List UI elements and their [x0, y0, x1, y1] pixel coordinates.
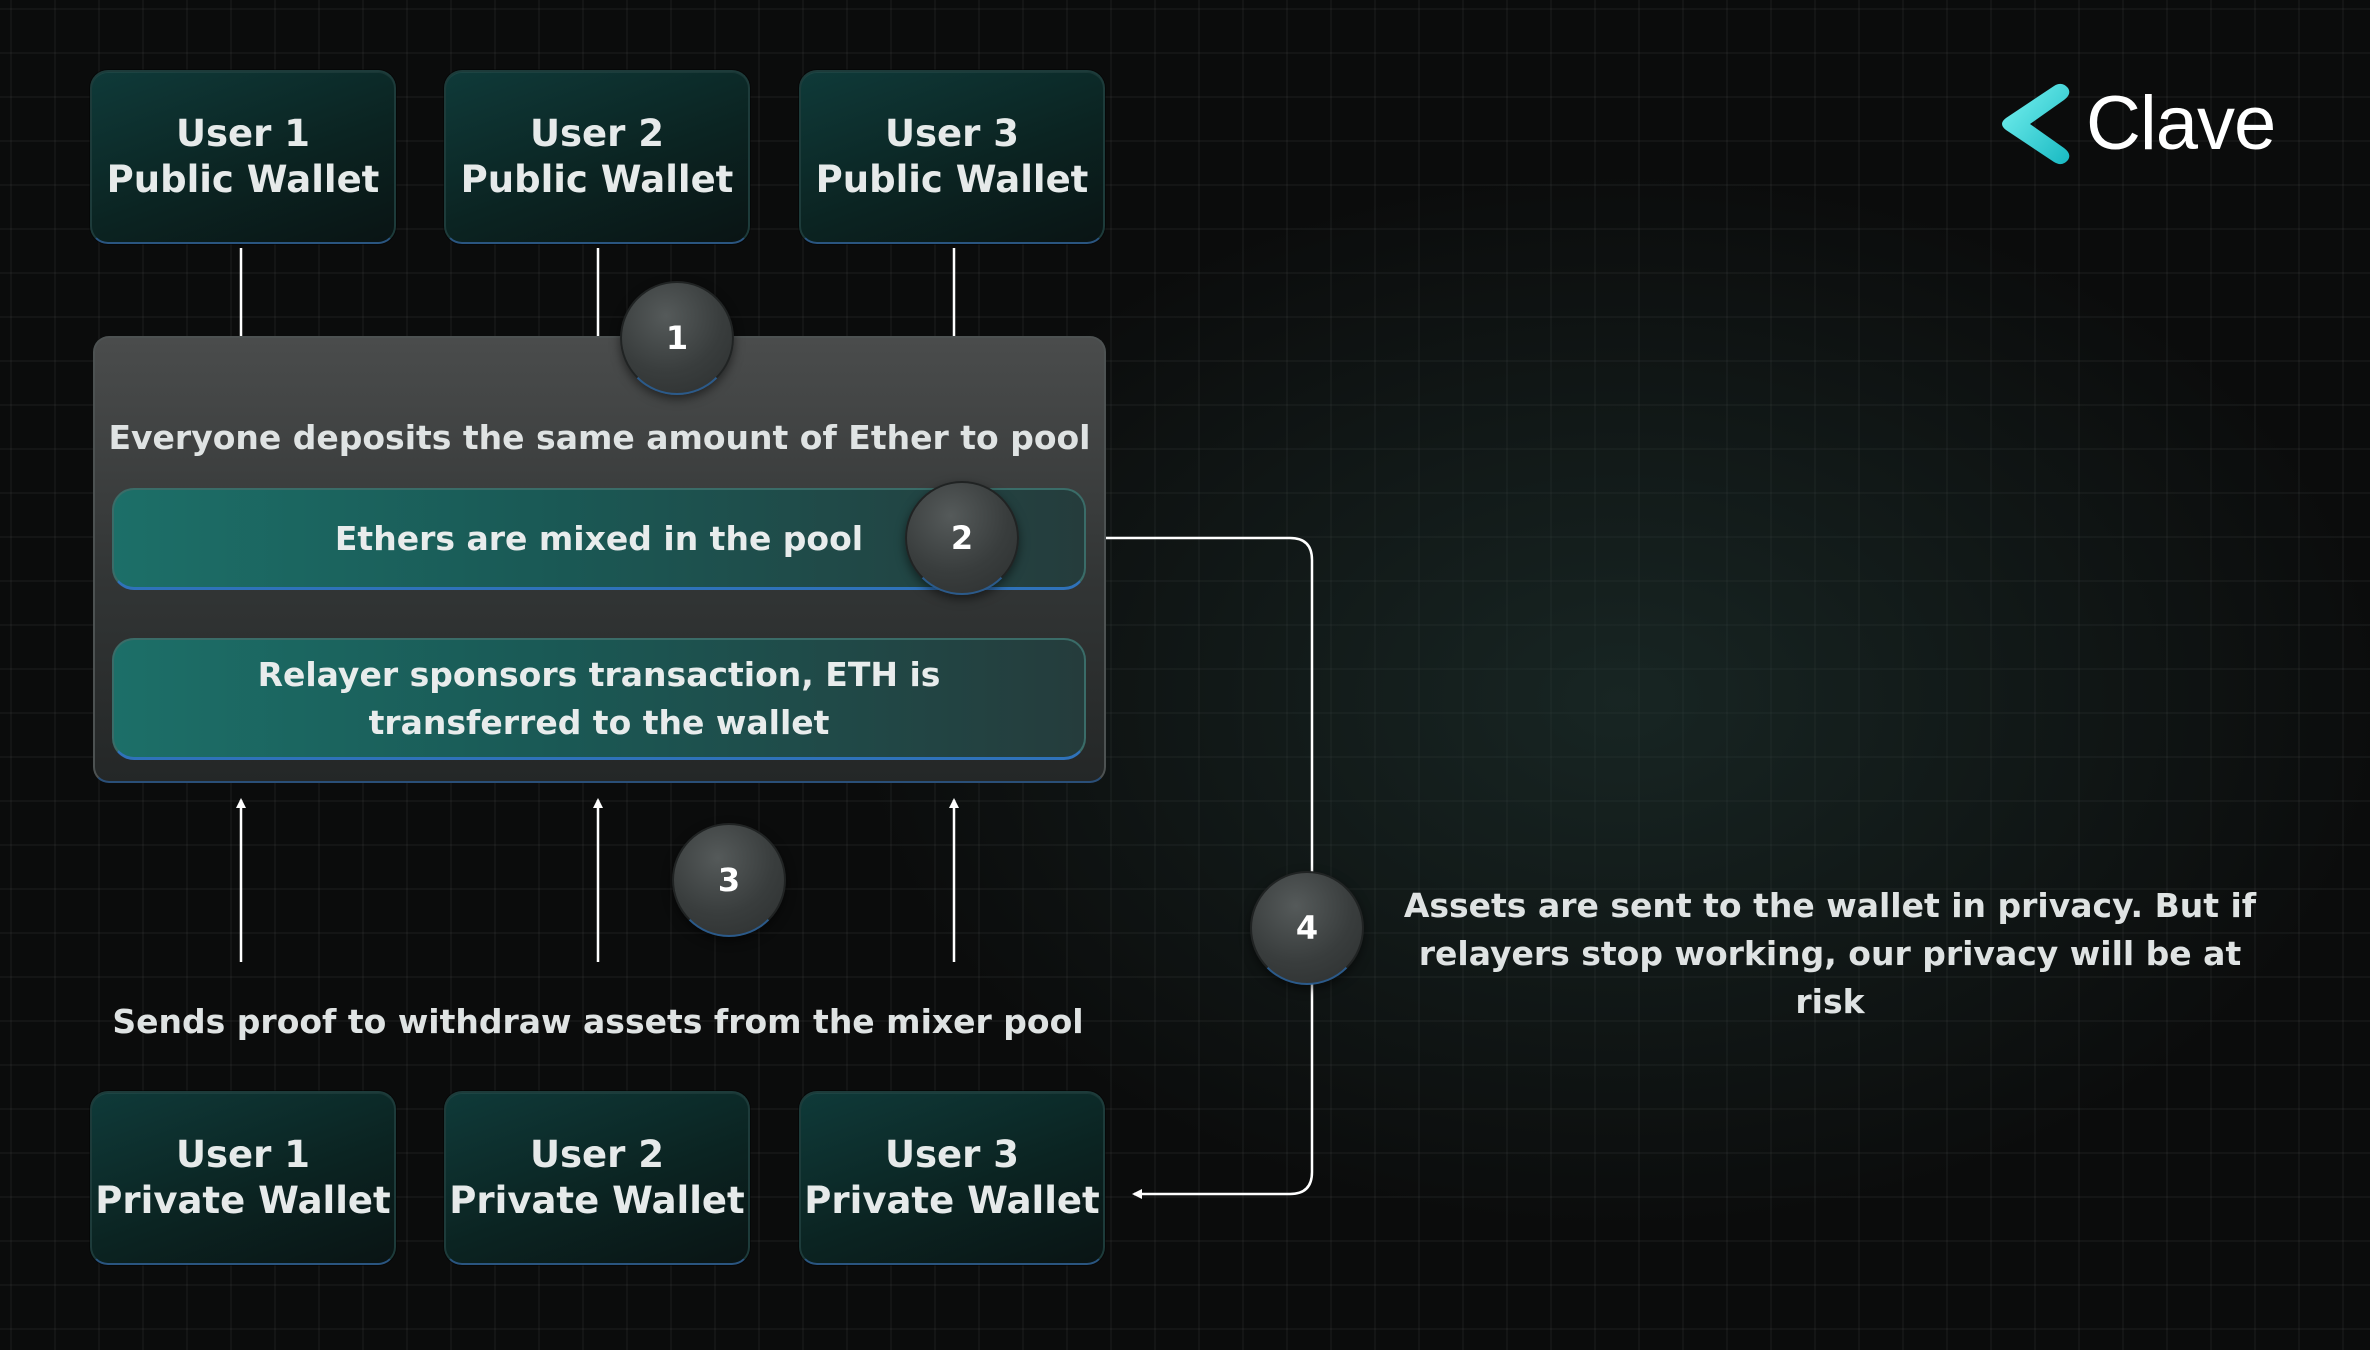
user2-private-wallet: User 2 Private Wallet	[444, 1091, 750, 1265]
user1-public-wallet: User 1 Public Wallet	[90, 70, 396, 244]
wallet-type-label: Public Wallet	[460, 158, 734, 201]
clave-logo-icon	[2002, 83, 2070, 164]
wallet-type-label: Private Wallet	[95, 1179, 391, 1222]
privacy-note-line2: relayers stop working, our privacy will …	[1418, 934, 2242, 1021]
step-2-badge: 2	[905, 481, 1019, 595]
wallet-user-label: User 2	[529, 1133, 665, 1176]
relayer-line1: Relayer sponsors transaction, ETH is	[257, 654, 941, 694]
step-number: 3	[717, 861, 741, 899]
user1-private-wallet: User 1 Private Wallet	[90, 1091, 396, 1265]
wallet-user-label: User 3	[884, 1133, 1020, 1176]
wallet-user-label: User 1	[175, 1133, 311, 1176]
relayer-box: Relayer sponsors transaction, ETH is tra…	[112, 638, 1086, 760]
wallet-type-label: Public Wallet	[815, 158, 1089, 201]
withdraw-caption: Sends proof to withdraw assets from the …	[112, 1002, 1084, 1041]
user3-private-wallet: User 3 Private Wallet	[799, 1091, 1105, 1265]
step-4-badge: 4	[1250, 871, 1364, 985]
wallet-type-label: Public Wallet	[106, 158, 380, 201]
wallet-user-label: User 1	[175, 112, 311, 155]
clave-logo: Clave	[1996, 80, 2276, 167]
brand-name: Clave	[2086, 81, 2276, 166]
arrow-mix-to-private-wallet	[1086, 536, 1314, 1199]
step-3-badge: 3	[672, 823, 786, 937]
user2-public-wallet: User 2 Public Wallet	[444, 70, 750, 244]
privacy-note-line1: Assets are sent to the wallet in privacy…	[1403, 886, 2257, 925]
privacy-note: Assets are sent to the wallet in privacy…	[1390, 882, 2270, 1026]
relayer-line2: transferred to the wallet	[368, 702, 830, 742]
pool-deposit-title: Everyone deposits the same amount of Eth…	[108, 418, 1091, 457]
step-number: 2	[950, 519, 974, 557]
mix-label: Ethers are mixed in the pool	[334, 519, 864, 558]
wallet-user-label: User 3	[884, 112, 1020, 155]
step-number: 1	[665, 319, 689, 357]
step-number: 4	[1295, 909, 1319, 947]
step-1-badge: 1	[620, 281, 734, 395]
user3-public-wallet: User 3 Public Wallet	[799, 70, 1105, 244]
wallet-type-label: Private Wallet	[449, 1179, 745, 1222]
wallet-user-label: User 2	[529, 112, 665, 155]
wallet-type-label: Private Wallet	[804, 1179, 1100, 1222]
